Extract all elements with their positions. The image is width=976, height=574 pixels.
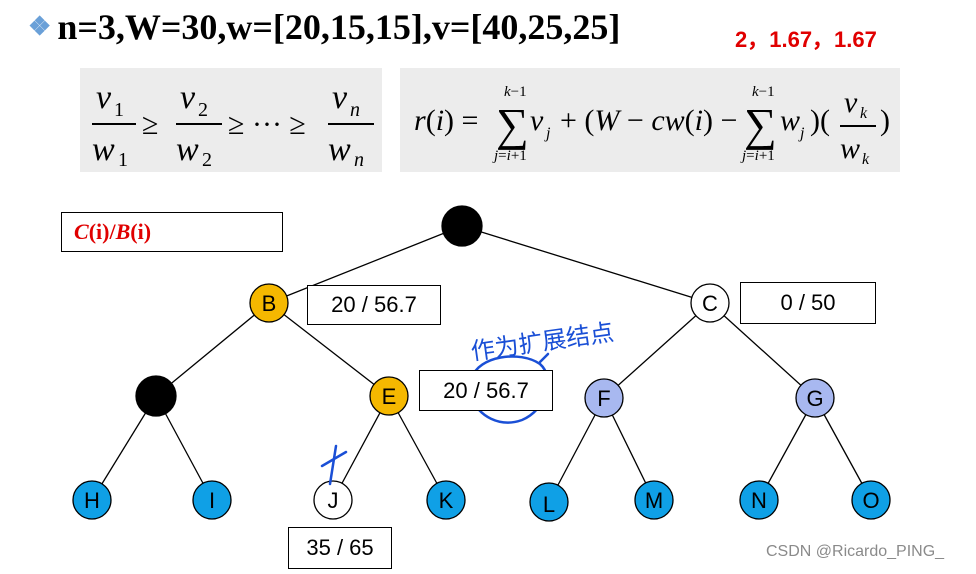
legend-c: C — [74, 219, 89, 244]
node-i-label: I — [209, 488, 215, 513]
prune-mark-on-j — [320, 444, 348, 486]
svg-text:≥ ··· ≥: ≥ ··· ≥ — [228, 108, 306, 141]
bound-box-b: 20 / 56.7 — [307, 285, 441, 325]
svg-text:k: k — [860, 105, 868, 122]
edge-e-k — [388, 395, 447, 501]
csdn-watermark: CSDN @Ricardo_PING_ — [766, 543, 945, 560]
svg-text:≥: ≥ — [142, 108, 158, 141]
bound-box-e: 20 / 56.7 — [419, 370, 553, 411]
svg-text:v: v — [844, 86, 858, 119]
svg-text:k−1: k−1 — [504, 84, 527, 100]
svg-text:w: w — [780, 104, 800, 137]
edge-root-c — [461, 225, 711, 304]
svg-text:1: 1 — [118, 149, 128, 171]
node-b-label: B — [262, 291, 277, 316]
svg-text:j=i+1: j=i+1 — [740, 148, 775, 164]
svg-text:v: v — [96, 79, 112, 116]
node-o — [851, 480, 891, 520]
node-o-label: O — [862, 488, 879, 513]
node-c-label: C — [702, 291, 718, 316]
node-n — [739, 480, 779, 520]
problem-title: ❖n=3,W=30,w=[20,15,15],v=[40,25,25] — [28, 6, 620, 48]
legend-i2: (i) — [130, 219, 152, 244]
svg-text:j: j — [544, 125, 551, 142]
edge-root-b — [268, 225, 463, 304]
svg-text:w: w — [840, 132, 860, 165]
svg-text:n: n — [354, 149, 364, 171]
svg-text:w: w — [328, 131, 351, 168]
svg-text:k−1: k−1 — [752, 84, 775, 100]
node-f-label: F — [597, 386, 610, 411]
svg-text:1: 1 — [114, 99, 124, 121]
svg-text:v: v — [530, 104, 544, 137]
node-m — [634, 480, 674, 520]
svg-text:j=i+1: j=i+1 — [492, 148, 527, 164]
svg-text:v: v — [180, 79, 196, 116]
node-c — [690, 283, 730, 323]
edge-b-e — [268, 302, 390, 397]
svg-text:): ) — [880, 104, 890, 137]
svg-text:j: j — [798, 125, 805, 142]
node-g — [795, 378, 835, 418]
node-d — [135, 375, 177, 417]
node-h — [72, 480, 112, 520]
svg-text:2: 2 — [202, 149, 212, 171]
bound-box-c: 0 / 50 — [740, 282, 876, 324]
node-b — [249, 283, 289, 323]
legend-b: B — [115, 219, 131, 244]
svg-text:r(i) =: r(i) = — [414, 104, 478, 137]
node-k — [426, 480, 466, 520]
node-l — [529, 482, 569, 522]
svg-text:w: w — [176, 131, 199, 168]
svg-text:∑: ∑ — [496, 99, 529, 150]
svg-text:)(: )( — [810, 104, 830, 137]
node-e — [369, 376, 409, 416]
ratio-note: 2，1.67，1.67 — [735, 27, 877, 52]
node-l-label: L — [543, 492, 555, 517]
node-e-label: E — [382, 384, 397, 409]
edge-c-g — [709, 302, 816, 399]
legend-box: C(i)/B(i) — [61, 212, 283, 252]
node-n-label: N — [751, 488, 767, 513]
edge-b-d — [155, 302, 270, 397]
problem-parameters: n=3,W=30,w=[20,15,15],v=[40,25,25] — [57, 7, 621, 47]
svg-text:n: n — [350, 99, 360, 121]
svg-text:k: k — [862, 151, 870, 168]
svg-text:w: w — [92, 131, 115, 168]
edge-e-j — [332, 395, 390, 501]
annotation-pointer — [538, 352, 550, 364]
node-j — [313, 480, 353, 520]
node-i — [192, 480, 232, 520]
edge-c-f — [603, 302, 711, 399]
svg-text:v: v — [332, 79, 348, 116]
node-m-label: M — [645, 488, 663, 513]
node-j-label: J — [328, 488, 339, 513]
svg-text:2: 2 — [198, 99, 208, 121]
diamond-bullet-icon: ❖ — [28, 12, 52, 41]
bound-box-j: 35 / 65 — [288, 527, 392, 569]
node-k-label: K — [439, 488, 454, 513]
node-g-label: G — [806, 386, 823, 411]
node-h-label: H — [84, 488, 100, 513]
legend-i1: (i)/ — [88, 219, 116, 244]
node-f — [584, 378, 624, 418]
svg-text:∑: ∑ — [744, 99, 777, 150]
svg-text:+ (W − cw(i) −: + (W − cw(i) − — [560, 104, 737, 137]
node-root — [441, 205, 483, 247]
